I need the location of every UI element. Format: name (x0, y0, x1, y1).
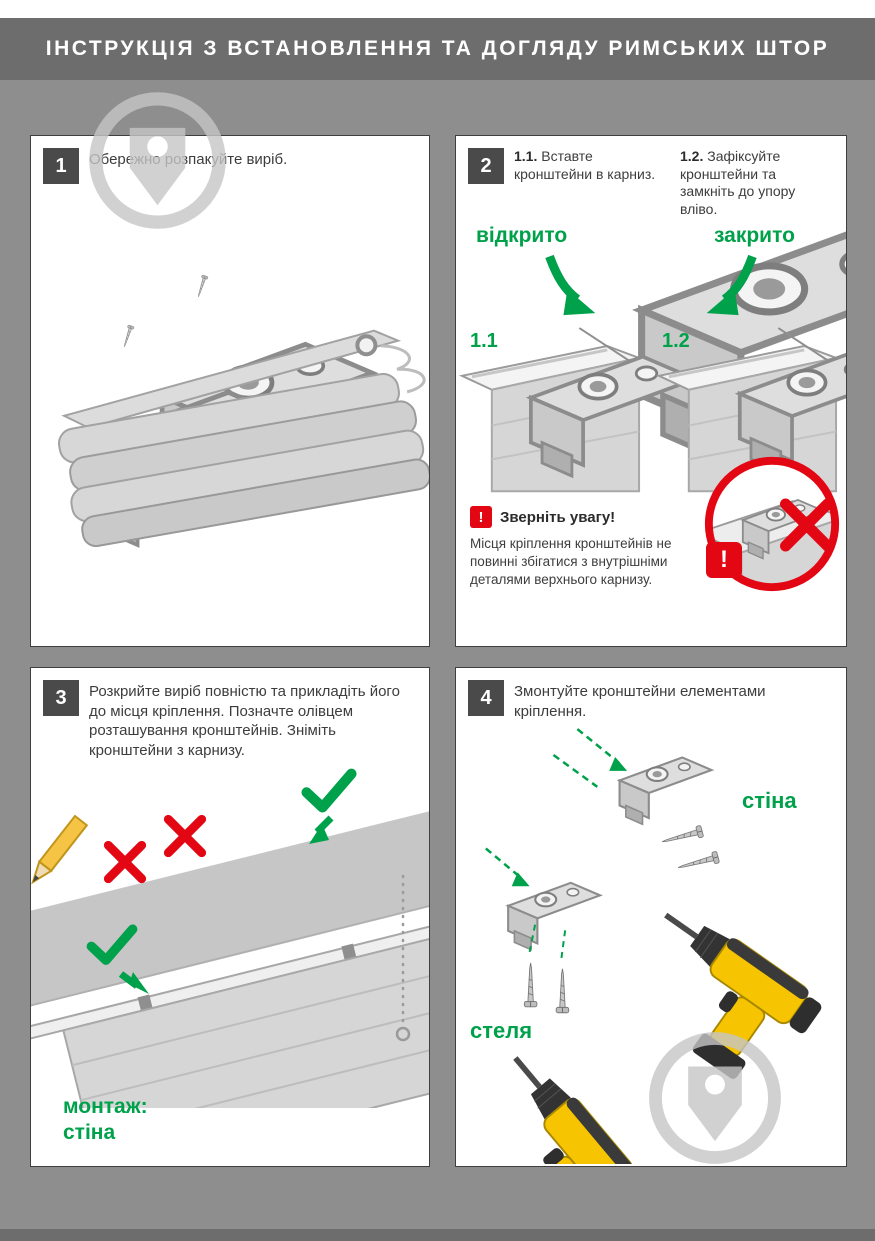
step-3-number-badge: 3 (43, 680, 79, 716)
step-2-number-badge: 2 (468, 148, 504, 184)
bracket-mark (137, 994, 153, 1012)
step-4-header: 4 Змонтуйте кронштейни елементами кріпле… (456, 668, 846, 721)
step-3-panel: 3 Розкрийте виріб повністю та прикладіть… (30, 667, 430, 1167)
green-arrowhead (609, 756, 628, 771)
label-ceiling: стеля (470, 1018, 533, 1043)
mounting-caption-line2: стіна (63, 1121, 116, 1145)
warning-title: Зверніть увагу! (500, 508, 616, 526)
unpacked-blind-illustration (58, 274, 429, 548)
instruction-1-2-text: Зафіксуйте кронштейни та замкніть до упо… (680, 148, 796, 217)
screw-icon (676, 850, 720, 874)
red-x-icon (108, 845, 141, 878)
mounting-caption-line1: монтаж: (63, 1095, 148, 1118)
marking-positions-illustration (31, 768, 429, 1108)
step-4-text: Змонтуйте кронштейни елементами кріпленн… (514, 683, 766, 720)
green-arrow (129, 972, 149, 994)
green-checkmark-icon (307, 774, 352, 808)
grommet-ring (355, 334, 378, 357)
bracket-icon (618, 756, 713, 826)
instruction-1-2-number: 1.2. (680, 148, 704, 164)
cord (380, 344, 426, 394)
figure-1-1-cornice (458, 327, 695, 493)
screw-icon (555, 968, 570, 1014)
figure-1-1-label: 1.1 (470, 330, 498, 352)
green-arrowhead (511, 872, 530, 887)
header: ІНСТРУКЦІЯ З ВСТАНОВЛЕННЯ ТА ДОГЛЯДУ РИМ… (0, 18, 875, 80)
bracket-mounting-illustration (458, 194, 846, 493)
top-margin (0, 0, 875, 18)
warning-text: Місця кріплення кронштейнів не повинні з… (470, 536, 672, 587)
page-title: ІНСТРУКЦІЯ З ВСТАНОВЛЕННЯ ТА ДОГЛЯДУ РИМ… (45, 37, 830, 60)
step-1-text: Обережно розпакуйте виріб. (89, 151, 288, 168)
instruction-1-1: 1.1. Вставте кронштейни в карниз. (514, 148, 666, 218)
warning-icon: ! (470, 506, 492, 528)
exclamation-badge: ! (706, 542, 742, 578)
step-4-number-badge: 4 (468, 680, 504, 716)
step-3-text: Розкрийте виріб повністю та прикладіть й… (89, 683, 400, 759)
label-wall: стіна (742, 788, 797, 813)
instruction-1-1-text: Вставте кронштейни в карниз. (514, 148, 656, 182)
red-x-icon (168, 819, 201, 852)
figure-1-2-label: 1.2 (662, 330, 690, 352)
figure-1-2-cornice (655, 327, 846, 493)
label-closed: закрито (714, 224, 795, 247)
drill-icon (609, 897, 828, 1100)
screw-icon (195, 274, 209, 298)
bracket-icon (507, 881, 602, 951)
cord-ring (395, 1026, 411, 1042)
green-arrow-left (545, 254, 596, 316)
bracket-fixing-illustration (456, 728, 828, 1164)
instruction-1-1-number: 1.1. (514, 148, 538, 164)
warning-header: ! Зверніть увагу! (470, 506, 722, 528)
step-2-panel: 2 1.1. Вставте кронштейни в карниз. 1.2.… (455, 135, 847, 647)
screw-icon (523, 962, 538, 1008)
screw-icon (660, 824, 705, 848)
step-4-panel: 4 Змонтуйте кронштейни елементами кріпле… (455, 667, 847, 1167)
instruction-1-2: 1.2. Зафіксуйте кронштейни та замкніть д… (680, 148, 832, 218)
bracket-mark (341, 943, 357, 962)
screw-icon (121, 324, 135, 348)
step-2-header: 2 1.1. Вставте кронштейни в карниз. 1.2.… (456, 136, 846, 218)
green-arrow (309, 824, 329, 844)
step-3-header: 3 Розкрийте виріб повністю та прикладіть… (31, 668, 429, 760)
label-open: відкрито (476, 224, 568, 247)
drill-icon (456, 1043, 649, 1164)
pencil-icon (31, 814, 89, 885)
step-1-panel: 1 Обережно розпакуйте виріб. (30, 135, 430, 647)
step-2-instructions: 1.1. Вставте кронштейни в карниз. 1.2. З… (514, 148, 832, 218)
green-arrow-right (706, 254, 757, 316)
warning-block: ! Зверніть увагу! Місця кріплення кроншт… (470, 506, 722, 588)
mounting-caption: монтаж: стіна (63, 1094, 148, 1147)
step-1-header: 1 Обережно розпакуйте виріб. (31, 136, 429, 184)
folded-blind (58, 329, 429, 548)
bottom-margin (0, 1229, 875, 1241)
step-1-number-badge: 1 (43, 148, 79, 184)
